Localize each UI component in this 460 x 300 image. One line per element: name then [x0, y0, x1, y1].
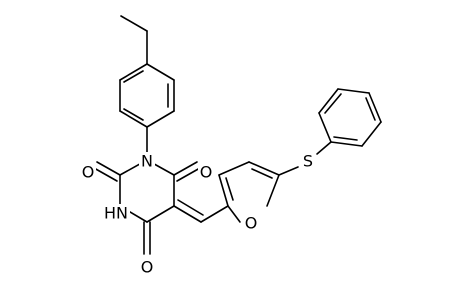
- label-bg-s: [300, 152, 316, 170]
- ethyl-group: [120, 15, 148, 65]
- bond-ph1-c: [146, 110, 175, 128]
- bond-ph1-double-d: [123, 108, 144, 121]
- label-bg-hn: [102, 204, 130, 222]
- atom-n-imide: N: [141, 152, 153, 171]
- bond-c2-o-b: [93, 167, 118, 182]
- bond-s-phenyl: [316, 141, 332, 155]
- bond-ph2-double-f: [333, 136, 358, 141]
- label-bg-n: [139, 152, 155, 170]
- thiophenyl-ring: [318, 88, 382, 147]
- bond-fu-c2-o: [227, 205, 241, 223]
- bond-fu-double-45: [251, 168, 273, 179]
- bond-c6-o-a: [173, 161, 198, 176]
- label-bg-o-furan: [243, 214, 259, 232]
- bond-ph1-double-f: [123, 70, 144, 83]
- bond-c5-ch: [173, 205, 202, 223]
- bond-c6-o-b: [176, 167, 201, 182]
- bond-ph1-d: [119, 110, 148, 128]
- thioether-bridge: [278, 141, 332, 176]
- bond-ph2-double-d: [365, 97, 376, 121]
- label-bg-o-c2: [80, 163, 96, 181]
- bond-fu-c3-c4: [218, 161, 250, 176]
- bond-ph2-b: [318, 88, 339, 114]
- atom-s-thioether: S: [303, 152, 313, 171]
- carbonyl-bonds: [93, 161, 201, 255]
- atom-o-c4: O: [141, 258, 154, 277]
- furan-ring: [218, 161, 280, 223]
- bond-fu-double-23: [225, 177, 234, 201]
- bond-c5-ch-double: [177, 199, 204, 216]
- label-bg-o-c6: [198, 163, 214, 181]
- bond-fu-c5-o: [266, 174, 280, 207]
- bond-ph2-e: [361, 121, 382, 147]
- bond-ph2-c: [337, 88, 370, 94]
- bond-ph1-f: [119, 63, 148, 81]
- atom-o-c6: O: [200, 163, 213, 182]
- bond-ph2-double-b: [324, 93, 342, 114]
- atom-labels: N HN O O O O S: [80, 152, 316, 277]
- bond-ph2-f: [330, 141, 363, 147]
- bond-fu-c4-c5: [248, 161, 280, 176]
- bond-ph1-a: [146, 63, 175, 81]
- bond-ethyl-ch3: [120, 15, 148, 32]
- label-bg-o-c4: [139, 258, 155, 276]
- bond-ph2-d: [368, 92, 382, 123]
- bond-fu-c2-c3: [218, 174, 229, 207]
- bond-c5-c4: [146, 205, 175, 223]
- atom-o-c2: O: [82, 163, 95, 182]
- bond-ph2-a: [318, 112, 332, 143]
- bond-ch-furan: [200, 205, 229, 223]
- bond-furan-s: [278, 166, 299, 176]
- ethylphenyl-ring: [119, 63, 175, 128]
- methylidene-bridge: [173, 199, 229, 223]
- bond-c2-o-a: [96, 161, 121, 176]
- atom-nh: HN: [104, 204, 128, 223]
- atom-o-furan: O: [245, 214, 258, 233]
